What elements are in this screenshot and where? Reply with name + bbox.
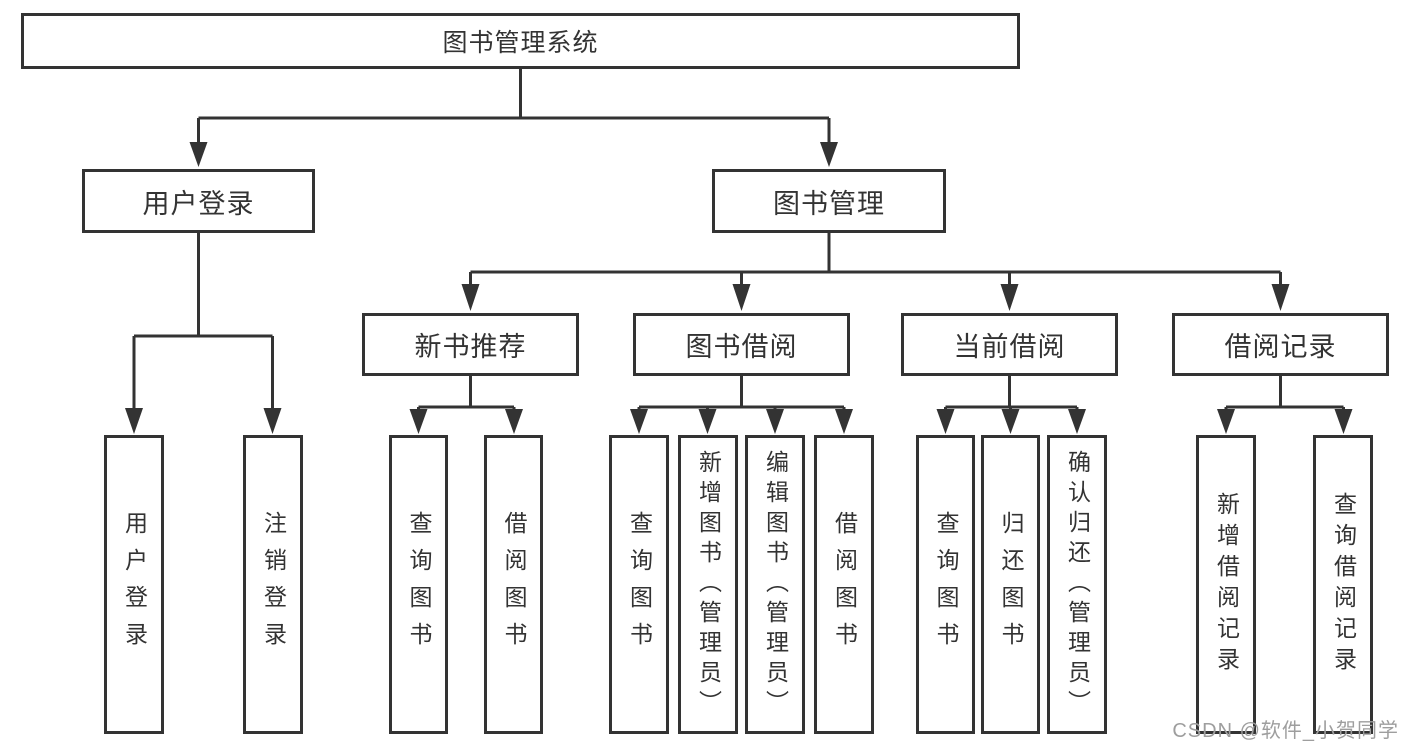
node-current-borrowing: 当前借阅 bbox=[901, 313, 1118, 376]
leaf-query-borrow-record: 查询借阅记录 bbox=[1313, 435, 1373, 734]
leaf-add-books-admin: 新增图书（管理员） bbox=[678, 435, 738, 734]
leaf-edit-books-admin: 编辑图书（管理员） bbox=[745, 435, 805, 734]
node-new-book-recommendation: 新书推荐 bbox=[362, 313, 579, 376]
leaf-query-books-borrow: 查询图书 bbox=[609, 435, 669, 734]
leaf-confirm-return-admin: 确认归还（管理员） bbox=[1047, 435, 1107, 734]
node-book-borrowing: 图书借阅 bbox=[633, 313, 850, 376]
watermark-csdn: CSDN @软件_小贺同学 bbox=[1172, 720, 1399, 742]
node-borrowing-records: 借阅记录 bbox=[1172, 313, 1389, 376]
leaf-add-borrow-record: 新增借阅记录 bbox=[1196, 435, 1256, 734]
leaf-user-login: 用户登录 bbox=[104, 435, 164, 734]
node-user-login: 用户登录 bbox=[82, 169, 315, 233]
leaf-borrow-books-recommend: 借阅图书 bbox=[484, 435, 543, 734]
leaf-query-books-recommend: 查询图书 bbox=[389, 435, 448, 734]
node-library-management-system: 图书管理系统 bbox=[21, 13, 1020, 69]
leaf-query-books-current: 查询图书 bbox=[916, 435, 975, 734]
leaf-return-books: 归还图书 bbox=[981, 435, 1040, 734]
node-book-management: 图书管理 bbox=[712, 169, 946, 233]
leaf-logout: 注销登录 bbox=[243, 435, 303, 734]
leaf-borrow-books: 借阅图书 bbox=[814, 435, 874, 734]
